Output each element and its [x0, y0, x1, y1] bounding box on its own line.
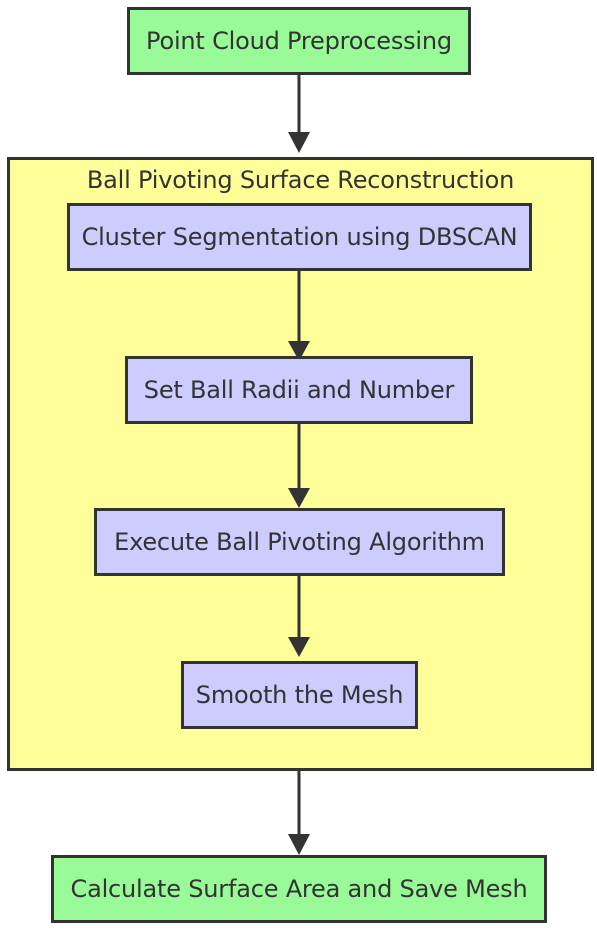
edge-execute-bpa-to-smooth — [288, 575, 310, 657]
node-calculate-surface-area: Calculate Surface Area and Save Mesh — [51, 855, 547, 923]
node-execute-ball-pivoting: Execute Ball Pivoting Algorithm — [94, 508, 505, 576]
node-point-cloud-preprocessing: Point Cloud Preprocessing — [127, 7, 471, 75]
edge-cluster-seg-to-set-radii — [288, 270, 310, 361]
node-set-ball-radii: Set Ball Radii and Number — [125, 356, 473, 424]
node-cluster-segmentation: Cluster Segmentation using DBSCAN — [67, 203, 532, 271]
node-label: Cluster Segmentation using DBSCAN — [81, 223, 518, 251]
edge-smooth-to-calculate — [288, 771, 310, 855]
node-label: Smooth the Mesh — [195, 681, 404, 709]
node-label: Point Cloud Preprocessing — [146, 27, 452, 55]
node-label: Calculate Surface Area and Save Mesh — [70, 875, 528, 903]
subgraph-title: Ball Pivoting Surface Reconstruction — [86, 166, 515, 194]
edge-set-radii-to-execute-bpa — [288, 423, 310, 508]
node-label: Execute Ball Pivoting Algorithm — [114, 528, 485, 556]
node-smooth-mesh: Smooth the Mesh — [181, 661, 418, 729]
node-label: Set Ball Radii and Number — [143, 376, 455, 404]
edge-preprocess-to-cluster-seg — [288, 74, 310, 153]
